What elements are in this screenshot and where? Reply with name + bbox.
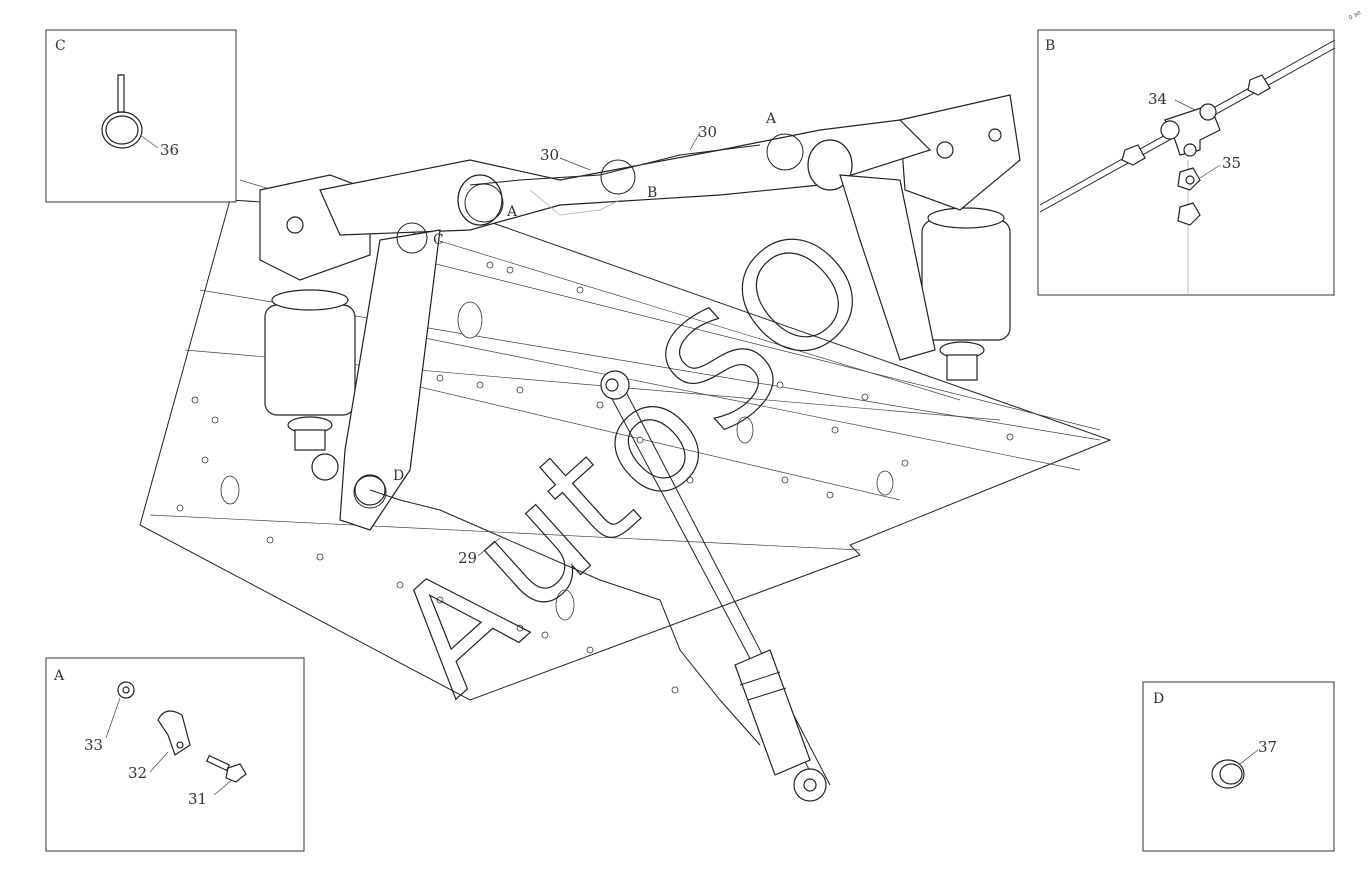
inset-D-letter: D bbox=[1153, 691, 1164, 707]
part-37: 37 bbox=[1258, 738, 1277, 756]
part-32: 32 bbox=[128, 764, 147, 782]
callout-30-right: 30 bbox=[698, 123, 717, 141]
inset-A-letter: A bbox=[53, 668, 65, 684]
right-air-spring bbox=[921, 207, 1011, 381]
left-air-spring bbox=[264, 289, 356, 451]
right-bracket bbox=[899, 94, 1021, 211]
air-line-30 bbox=[469, 144, 761, 216]
main-assembly-drawing bbox=[139, 94, 1112, 802]
shock-absorber bbox=[600, 370, 831, 802]
part-36: 36 bbox=[160, 141, 179, 159]
tee-fitting-34 bbox=[1160, 103, 1221, 157]
inset-B: B 34 35 bbox=[1037, 29, 1336, 296]
grommet-37 bbox=[1211, 759, 1245, 789]
watermark: A u t o S O bbox=[362, 193, 902, 728]
inset-C-letter: C bbox=[55, 38, 66, 54]
p-clip-32 bbox=[157, 710, 191, 756]
corner-mark: 0 ae bbox=[1348, 9, 1363, 22]
inset-D: D 37 bbox=[1142, 681, 1335, 852]
callout-D: D bbox=[393, 468, 404, 484]
bolt-31 bbox=[205, 754, 247, 783]
callout-C: C bbox=[433, 232, 444, 248]
part-31: 31 bbox=[188, 790, 207, 808]
inset-A: A 33 32 31 bbox=[45, 657, 305, 852]
inset-C: C 36 bbox=[45, 29, 237, 203]
lower-arm-right bbox=[839, 174, 936, 361]
nut-35 bbox=[1177, 167, 1201, 191]
callout-A-left: A bbox=[506, 204, 518, 220]
callout-A-right: A bbox=[765, 111, 777, 127]
callout-B: B bbox=[647, 185, 657, 201]
nut-right bbox=[1247, 74, 1271, 96]
callout-29: 29 bbox=[458, 549, 477, 567]
nut-left bbox=[1121, 144, 1146, 166]
part-35: 35 bbox=[1222, 154, 1241, 172]
part-34: 34 bbox=[1148, 90, 1167, 108]
part-33: 33 bbox=[84, 736, 103, 754]
nut-lower bbox=[1177, 202, 1201, 226]
cross-member bbox=[319, 119, 932, 236]
callout-30-left: 30 bbox=[540, 146, 559, 164]
nut-33 bbox=[117, 681, 135, 699]
air-line-29 bbox=[369, 489, 761, 746]
callout-circles bbox=[353, 133, 804, 509]
frame-holes bbox=[176, 261, 1014, 694]
inset-B-letter: B bbox=[1045, 38, 1055, 54]
